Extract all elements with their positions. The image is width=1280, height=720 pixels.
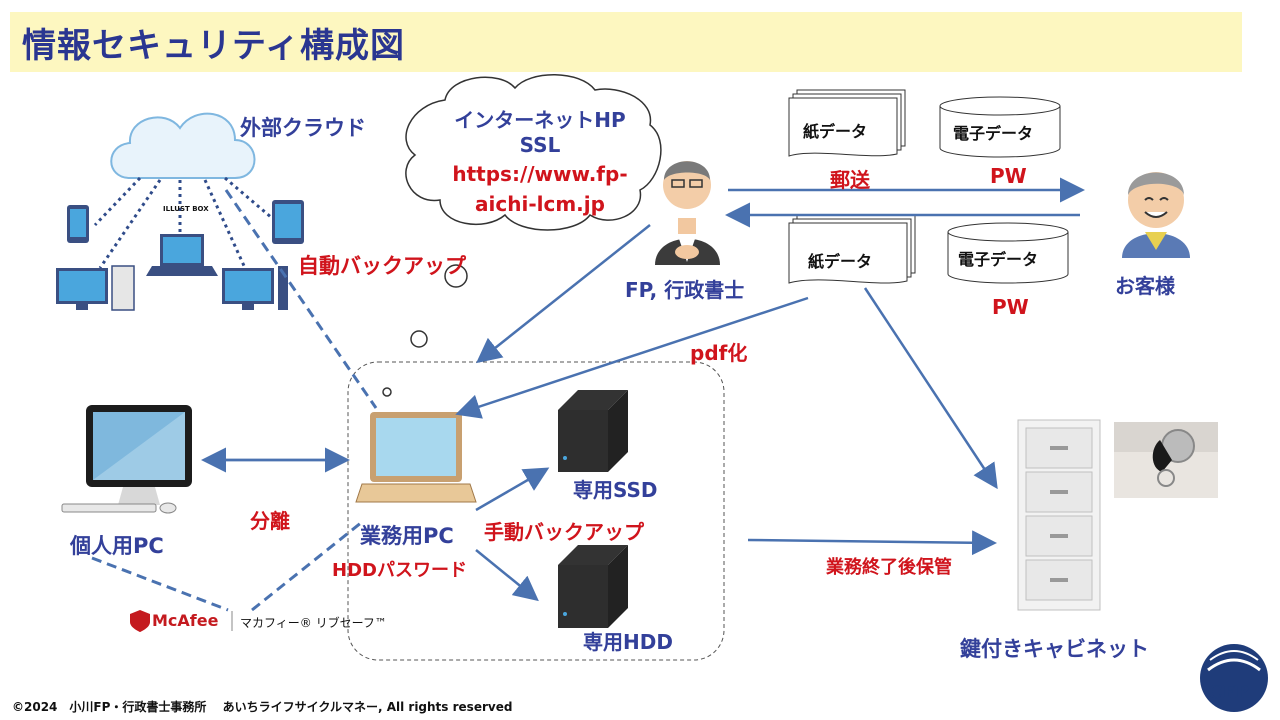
pw-label-bottom: PW xyxy=(992,295,1029,319)
cloud-label: 外部クラウド xyxy=(240,116,366,140)
hdd-label: 専用HDD xyxy=(583,630,673,654)
post-work-storage-label: 業務終了後保管 xyxy=(826,557,952,578)
mcafee-product: マカフィー® リブセーフ™ xyxy=(240,616,387,630)
flow-arrows xyxy=(201,177,1085,602)
hdd-password-label: HDDパスワード xyxy=(332,560,467,581)
mcafee-shield-icon xyxy=(130,610,150,632)
fp-person-icon xyxy=(655,161,720,265)
footer-copyright: ©2024 小川FP・行政書士事務所 あいちライフサイクルマネー, All ri… xyxy=(12,700,513,714)
manual-backup-label: 手動バックアップ xyxy=(484,520,644,544)
mail-label: 郵送 xyxy=(830,168,870,192)
work-area-boundary xyxy=(347,361,725,661)
cabinet-label: 鍵付きキャビネット xyxy=(960,637,1149,661)
paper-data-icon xyxy=(788,89,906,157)
digital-data-label-top: 電子データ xyxy=(953,124,1034,143)
dedicated-ssd-icon xyxy=(558,390,628,472)
desktop-computer-icon xyxy=(56,265,135,311)
external-cloud-icon xyxy=(110,112,256,179)
laptop-icon xyxy=(146,234,218,276)
title-banner xyxy=(10,12,1242,72)
auto-backup-label: 自動バックアップ xyxy=(298,254,466,278)
key-lock-photo xyxy=(1114,422,1218,498)
pdf-label: pdf化 xyxy=(690,341,748,365)
personal-pc-label: 個人用PC xyxy=(70,534,164,558)
digital-data-icon xyxy=(947,222,1069,284)
mcafee-brand: McAfee xyxy=(152,611,219,630)
dedicated-hdd-icon xyxy=(558,545,628,628)
fp-label: FP, 行政書士 xyxy=(625,278,745,302)
cfp-logo-text: CFP xyxy=(1208,682,1249,703)
paper-data-label-bottom: 紙データ xyxy=(808,252,873,271)
personal-pc-icon xyxy=(61,405,192,514)
url-line-2: aichi-lcm.jp xyxy=(475,192,605,216)
work-pc-label: 業務用PC xyxy=(360,524,454,548)
ssl-label: SSL xyxy=(519,133,561,157)
illust-box-label: ILLUST BOX xyxy=(163,205,209,213)
pw-label-top: PW xyxy=(990,164,1027,188)
tablet-icon xyxy=(272,200,304,244)
desktop-computer-icon xyxy=(222,266,288,310)
internet-label: インターネットHP xyxy=(454,108,626,132)
cloud-connection-lines xyxy=(93,176,273,269)
digital-data-icon xyxy=(939,96,1061,158)
ssd-label: 専用SSD xyxy=(573,478,658,502)
locked-cabinet-icon xyxy=(1017,419,1101,611)
paper-data-label-top: 紙データ xyxy=(803,122,868,141)
work-laptop-icon xyxy=(355,412,477,503)
digital-data-label-bottom: 電子データ xyxy=(958,250,1039,269)
internet-thought-bubble xyxy=(382,74,662,397)
page-title: 情報セキュリティ構成図 xyxy=(22,26,405,66)
paper-data-icon xyxy=(788,214,916,284)
separate-label: 分離 xyxy=(250,509,290,533)
customer-label: お客様 xyxy=(1115,274,1175,298)
url-line-1: https://www.fp- xyxy=(452,162,628,186)
customer-icon xyxy=(1122,172,1190,258)
dashed-links xyxy=(91,189,378,612)
cfp-logo-icon xyxy=(1200,644,1268,712)
tablet-icon xyxy=(67,205,89,243)
